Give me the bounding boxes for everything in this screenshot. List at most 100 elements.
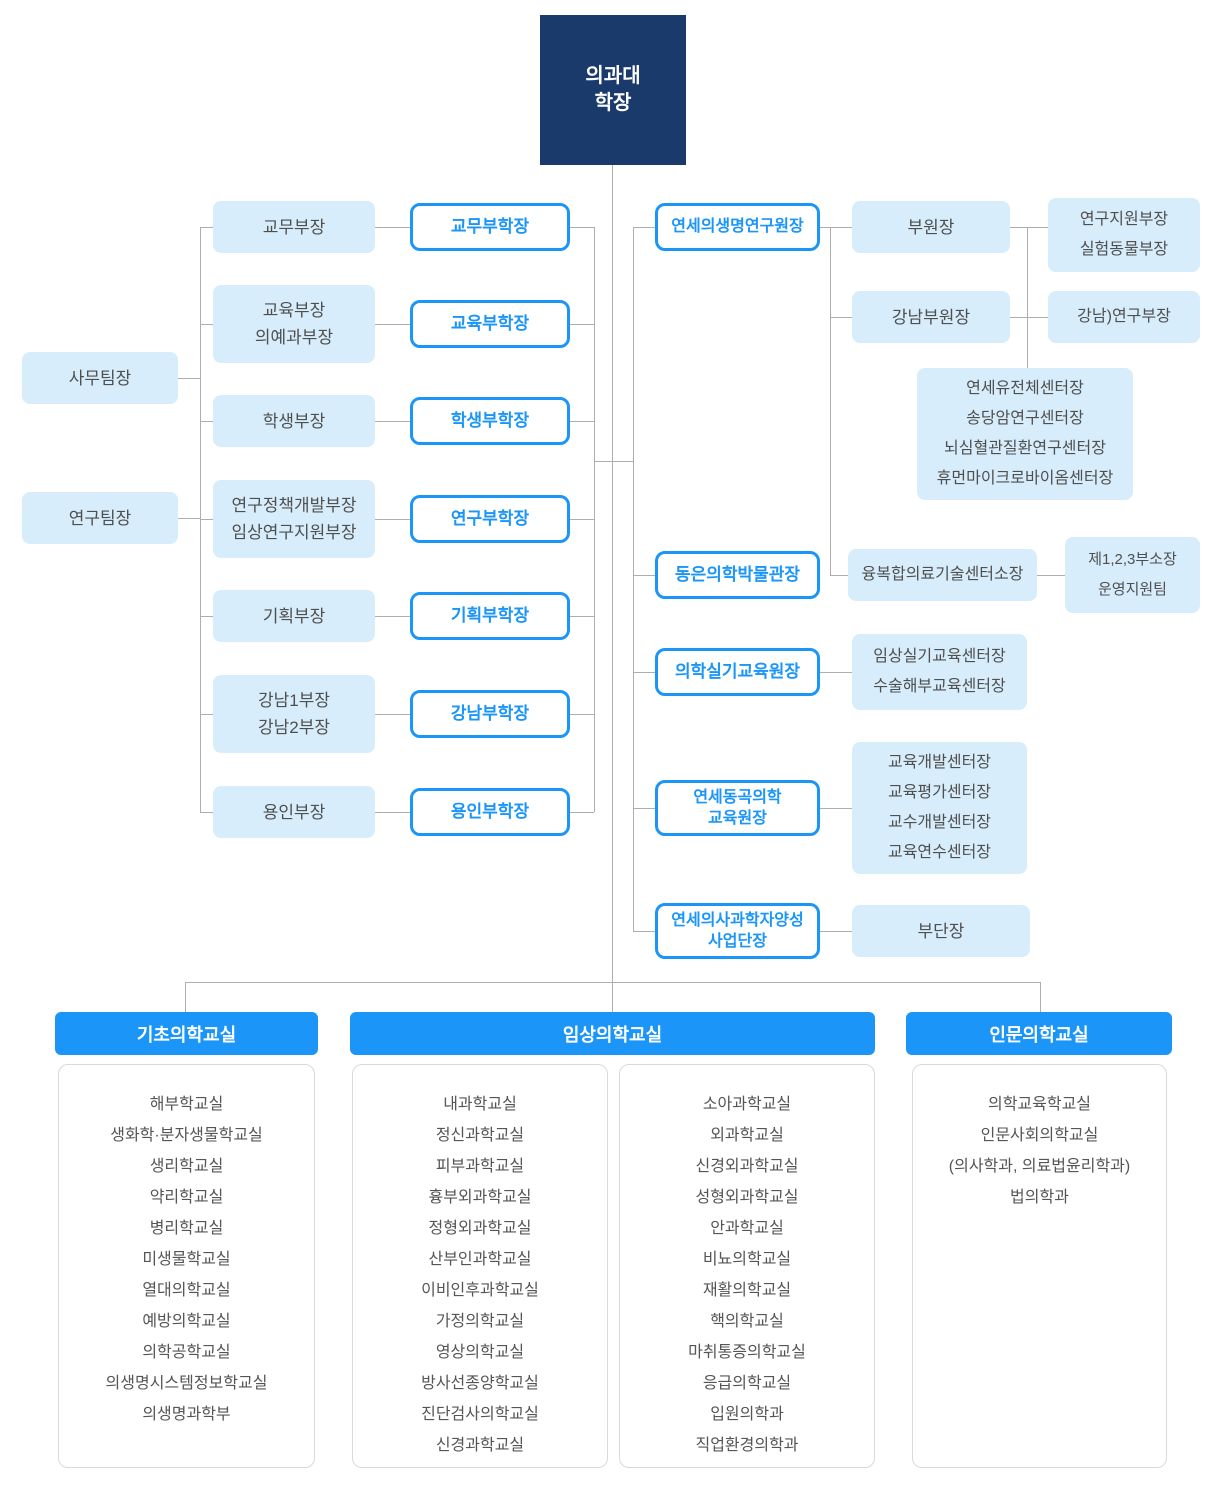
connector-drop-basic xyxy=(185,982,186,1012)
box-clinical-skills-director: 의학실기교육원장 xyxy=(655,648,820,696)
text-line: 강남2부장 xyxy=(257,718,330,737)
text-line: 실험동물부장 xyxy=(1079,241,1169,258)
text-line: 의생명시스템정보학교실 xyxy=(105,1375,268,1392)
text-line: 신경외과학교실 xyxy=(695,1158,799,1175)
text-line: 의학공학교실 xyxy=(142,1344,231,1361)
text-line: 교수개발센터장 xyxy=(887,814,992,831)
connector-line xyxy=(375,812,410,813)
connector-line xyxy=(375,616,410,617)
text-line: 생화학·분자생물학교실 xyxy=(110,1127,263,1144)
text-line: 운영지원팀 xyxy=(1097,581,1167,598)
text-line: 연구지원부장 xyxy=(1079,211,1169,228)
connector-line xyxy=(830,575,848,576)
connector-line xyxy=(1010,317,1048,318)
box-physician-scientist-deputy: 부단장 xyxy=(852,905,1030,957)
connector-line xyxy=(820,227,852,228)
connector-line xyxy=(375,324,410,325)
connector-line xyxy=(633,672,655,673)
text-line: 이비인후과학교실 xyxy=(421,1282,539,1299)
text-line: 가정의학교실 xyxy=(435,1313,525,1330)
text-line: 영상의학교실 xyxy=(435,1344,525,1361)
connector-line xyxy=(633,931,655,932)
box-vice-dean-education: 교육부학장 xyxy=(410,300,570,348)
text-line: 의과대 xyxy=(585,65,641,87)
box-office-team-lead: 사무팀장 xyxy=(22,352,178,404)
connector-line xyxy=(375,227,410,228)
connector-line xyxy=(200,519,213,520)
header-humanities-medical-departments: 인문의학교실 xyxy=(906,1012,1172,1055)
connector-line xyxy=(820,931,852,932)
connector-line xyxy=(570,227,594,228)
text-line: 제1,2,3부소장 xyxy=(1088,551,1177,568)
text-line: 병리학교실 xyxy=(149,1220,224,1237)
box-deputy-director: 부원장 xyxy=(852,201,1010,253)
connector-line xyxy=(633,808,655,809)
text-line: 입원의학과 xyxy=(710,1406,784,1423)
box-museum-director: 동은의학박물관장 xyxy=(655,551,820,599)
text-line: 성형외과학교실 xyxy=(695,1189,799,1206)
text-line: 교육부학장 xyxy=(450,314,530,333)
connector-line xyxy=(375,421,410,422)
text-line: 마취통증의학교실 xyxy=(688,1344,806,1361)
connector-line xyxy=(570,616,594,617)
connector-line xyxy=(200,812,213,813)
text-line: 기획부학장 xyxy=(450,606,530,625)
connector-bottom-rail xyxy=(185,982,1040,983)
text-line: 생리학교실 xyxy=(149,1158,224,1175)
text-line: 교육부장 xyxy=(262,301,326,320)
box-vice-dean-academic: 교무부학장 xyxy=(410,203,570,251)
connector-junction xyxy=(594,461,633,462)
text-line: 정형외과학교실 xyxy=(428,1220,532,1237)
connector-line xyxy=(178,518,200,519)
text-line: 수술해부교육센터장 xyxy=(873,678,1006,695)
text-line: 연세의생명연구원장 xyxy=(671,218,804,235)
connector-line xyxy=(570,714,594,715)
connector-line xyxy=(200,227,213,228)
text-line: 휴먼마이크로바이옴센터장 xyxy=(936,470,1114,487)
connector-line xyxy=(1037,575,1065,576)
text-line: 방사선종양학교실 xyxy=(421,1375,539,1392)
text-line: 의학교육학교실 xyxy=(987,1096,1092,1113)
text-line: 산부인과학교실 xyxy=(428,1251,532,1268)
text-line: 강남)연구부장 xyxy=(1077,308,1171,325)
text-line: 법의학과 xyxy=(1010,1189,1069,1206)
connector-line xyxy=(570,519,594,520)
text-line: 인문사회의학교실 xyxy=(980,1127,1099,1144)
text-line: 열대의학교실 xyxy=(142,1282,231,1299)
text-line: 강남1부장 xyxy=(257,691,330,710)
text-line: 동은의학박물관장 xyxy=(674,565,801,584)
connector-line xyxy=(200,616,213,617)
connector-line xyxy=(200,714,213,715)
text-line: (의사학과, 의료법윤리학과) xyxy=(948,1158,1131,1175)
text-line: 핵의학교실 xyxy=(710,1313,784,1330)
text-line: 교무부장 xyxy=(262,217,326,237)
connector-line xyxy=(200,421,213,422)
text-line: 교육평가센터장 xyxy=(887,784,992,801)
text-line: 의예과부장 xyxy=(254,328,334,347)
box-student-affairs-head: 학생부장 xyxy=(213,395,375,447)
text-line: 학장 xyxy=(594,92,632,114)
text-line: 재활의학교실 xyxy=(702,1282,792,1299)
text-line: 기획부장 xyxy=(262,606,326,626)
connector-line xyxy=(633,575,655,576)
connector-line xyxy=(570,812,594,813)
text-line: 뇌심혈관질환연구센터장 xyxy=(944,440,1106,457)
text-line: 융복합의료기술센터소장 xyxy=(861,566,1024,583)
text-line: 연구부학장 xyxy=(450,509,530,528)
text-line: 직업환경의학과 xyxy=(695,1437,799,1454)
text-line: 외과학교실 xyxy=(710,1127,784,1144)
header-clinical-medical-departments: 임상의학교실 xyxy=(350,1012,875,1055)
text-line: 미생물학교실 xyxy=(142,1251,231,1268)
connector-line xyxy=(200,324,213,325)
